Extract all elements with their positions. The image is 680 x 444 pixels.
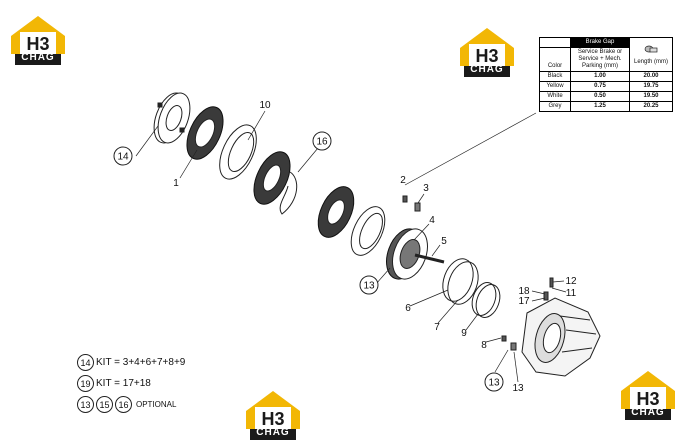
callout-11: 11 xyxy=(566,288,577,299)
kit-legend: 14 KIT = 3+4+6+7+8+9 19 KIT = 17+18 13 1… xyxy=(77,352,185,415)
callout-2: 2 xyxy=(400,175,406,186)
row-length: 19.75 xyxy=(629,81,673,92)
row-length: 20.25 xyxy=(629,101,673,112)
part-8-plug xyxy=(501,335,507,342)
legend-circle-14: 14 xyxy=(77,354,94,371)
logo-text: CHAG xyxy=(21,52,55,63)
part-5-spring xyxy=(414,253,445,264)
svg-text:H3: H3 xyxy=(26,34,49,54)
callout-circle xyxy=(359,275,379,295)
brand-logo: H3 CHAG xyxy=(457,26,517,78)
callout-1: 1 xyxy=(173,178,179,189)
callout-18: 18 xyxy=(518,286,530,297)
part-16-friction-disc xyxy=(253,151,298,215)
svg-text:H3: H3 xyxy=(475,46,498,66)
part-6-7-seal xyxy=(442,258,479,305)
separator-ring xyxy=(350,206,386,256)
row-gap: 0.75 xyxy=(570,81,630,92)
legend-optional-text: OPTIONAL xyxy=(136,400,177,409)
part-8-9-seal xyxy=(471,282,501,318)
logo-h3-icon: H3 xyxy=(246,391,300,440)
callout-13: 13 xyxy=(512,383,524,394)
part-12-bolt xyxy=(549,277,554,288)
legend-circle-16: 16 xyxy=(115,396,132,413)
brand-logo: H3 CHAG xyxy=(8,14,68,66)
part-2-plug xyxy=(402,195,408,203)
row-length: 20.00 xyxy=(629,71,673,82)
callout-10: 10 xyxy=(259,100,271,111)
part-13-plug xyxy=(510,342,517,351)
part-3-screw xyxy=(414,202,421,212)
logo-h3-icon: H3 xyxy=(460,28,514,77)
callout-15: 14 xyxy=(117,152,129,163)
brand-logo: H3 CHAG xyxy=(243,389,303,441)
brake-gap-table: Brake Gap Length (mm) Color Service Brak… xyxy=(539,37,673,112)
table-title: Brake Gap xyxy=(570,37,630,48)
legend-row-kit19: 19 KIT = 17+18 xyxy=(77,373,185,394)
brake-housing xyxy=(521,297,601,377)
callout-14: 13 xyxy=(363,281,375,292)
callout-16: 16 xyxy=(316,137,328,148)
table-row: Grey 1.25 20.25 xyxy=(539,101,673,112)
bolt-icon-cell: Length (mm) xyxy=(629,37,673,72)
row-gap: 1.00 xyxy=(570,71,630,82)
col-length: Length (mm) xyxy=(633,58,668,65)
part-10-separator xyxy=(219,124,257,180)
logo-text: CHAG xyxy=(470,64,504,75)
friction-disc xyxy=(317,186,355,238)
col-service: Service Brake or Service + Mech. Parking… xyxy=(570,47,630,72)
callout-7: 7 xyxy=(434,322,440,333)
legend-circle-13: 13 xyxy=(77,396,94,413)
brand-logo: H3 CHAG xyxy=(618,369,678,421)
logo-text: CHAG xyxy=(631,407,665,418)
legend-circle-15: 15 xyxy=(96,396,113,413)
table-row: Yellow 0.75 19.75 xyxy=(539,81,673,92)
callout-8: 8 xyxy=(481,340,487,351)
legend-kit19-text: KIT = 17+18 xyxy=(96,378,151,389)
callout-circle xyxy=(312,131,332,151)
row-gap: 1.25 xyxy=(570,101,630,112)
svg-text:H3: H3 xyxy=(636,389,659,409)
row-color: Black xyxy=(539,71,571,82)
callout-circle xyxy=(484,372,504,392)
logo-h3-icon: H3 xyxy=(621,371,675,420)
table-row: Black 1.00 20.00 xyxy=(539,71,673,82)
row-gap: 0.50 xyxy=(570,91,630,102)
table-row: White 0.50 19.50 xyxy=(539,91,673,102)
legend-row-kit14: 14 KIT = 3+4+6+7+8+9 xyxy=(77,352,185,373)
row-color: Yellow xyxy=(539,81,571,92)
callout-12: 12 xyxy=(565,276,577,287)
part-4-piston xyxy=(386,228,428,280)
part-1-friction-disc xyxy=(186,106,224,160)
callout-9: 9 xyxy=(461,328,467,339)
callout-circle xyxy=(113,146,133,166)
part-17-screw xyxy=(543,291,549,301)
callout-3: 3 xyxy=(423,183,429,194)
svg-text:H3: H3 xyxy=(261,409,284,429)
part-15-plate xyxy=(153,92,191,144)
callout-5: 5 xyxy=(441,236,447,247)
table-corner xyxy=(539,37,571,48)
row-color: Grey xyxy=(539,101,571,112)
legend-row-optional: 13 15 16 OPTIONAL xyxy=(77,394,185,415)
callout-4: 4 xyxy=(429,215,435,226)
logo-text: CHAG xyxy=(256,427,290,438)
row-length: 19.50 xyxy=(629,91,673,102)
row-color: White xyxy=(539,91,571,102)
callout-6: 6 xyxy=(405,303,411,314)
callout-17: 17 xyxy=(518,296,530,307)
legend-circle-19: 19 xyxy=(77,375,94,392)
col-color: Color xyxy=(539,47,571,72)
logo-h3-icon: H3 xyxy=(11,16,65,65)
callout-13-circled: 13 xyxy=(488,378,500,389)
bolt-icon xyxy=(644,45,658,52)
leader-lines xyxy=(135,110,567,383)
legend-kit14-text: KIT = 3+4+6+7+8+9 xyxy=(96,357,186,368)
